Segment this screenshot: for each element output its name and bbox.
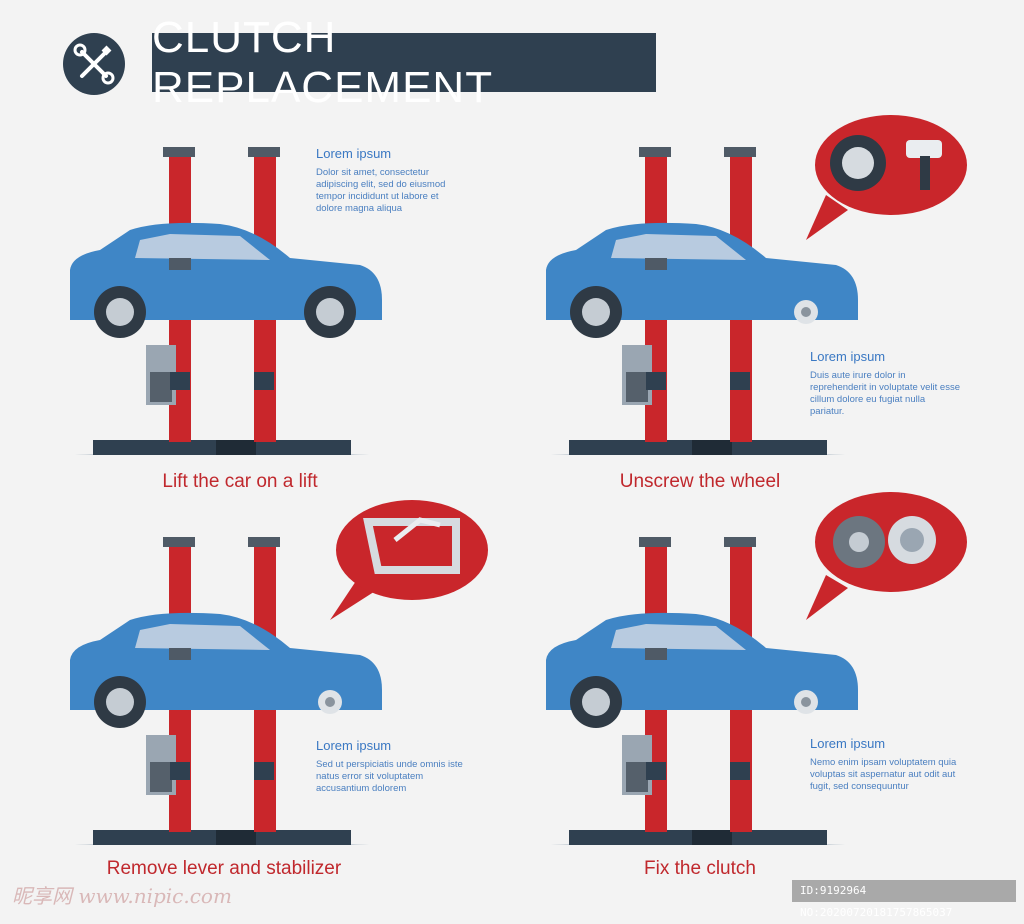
lift-scene (546, 115, 967, 455)
note-body: Sed ut perspiciatis unde omnis iste natu… (316, 759, 463, 794)
step-note: Lorem ipsum Nemo enim ipsam voluptatem q… (810, 736, 960, 793)
step-panel-3: Lorem ipsum Sed ut perspiciatis unde omn… (0, 390, 512, 879)
step-caption: Remove lever and stabilizer (106, 858, 342, 879)
step-panel-2: Lorem ipsum Duis aute irure dolor in rep… (476, 0, 988, 492)
step-panel-1: Lorem ipsum Dolor sit amet, consectetur … (0, 0, 512, 492)
step-note: Lorem ipsum Dolor sit amet, consectetur … (316, 146, 466, 215)
step-caption: Unscrew the wheel (619, 471, 781, 492)
step-panel-4: Lorem ipsum Nemo enim ipsam voluptatem q… (476, 390, 988, 879)
step-caption: Lift the car on a lift (162, 471, 318, 492)
step-note: Lorem ipsum Duis aute irure dolor in rep… (810, 349, 960, 418)
step-note: Lorem ipsum Sed ut perspiciatis unde omn… (316, 738, 466, 795)
lift-scene (70, 500, 488, 845)
note-title: Lorem ipsum (316, 146, 392, 161)
step-caption: Fix the clutch (644, 858, 756, 879)
note-title: Lorem ipsum (810, 736, 886, 751)
watermark-left: 昵享网 www.nipic.com (12, 884, 232, 908)
lift-scene (546, 492, 967, 845)
note-body: Dolor sit amet, consectetur adipiscing e… (316, 167, 446, 214)
logo-icon (63, 33, 125, 95)
note-body: Duis aute irure dolor in reprehenderit i… (810, 370, 960, 417)
note-title: Lorem ipsum (810, 349, 886, 364)
watermark-right: ID:9192964 NO:20200720181757865037 (792, 880, 1016, 919)
note-body: Nemo enim ipsam voluptatem quia voluptas… (810, 757, 957, 792)
lift-scene (70, 147, 382, 455)
note-title: Lorem ipsum (316, 738, 392, 753)
